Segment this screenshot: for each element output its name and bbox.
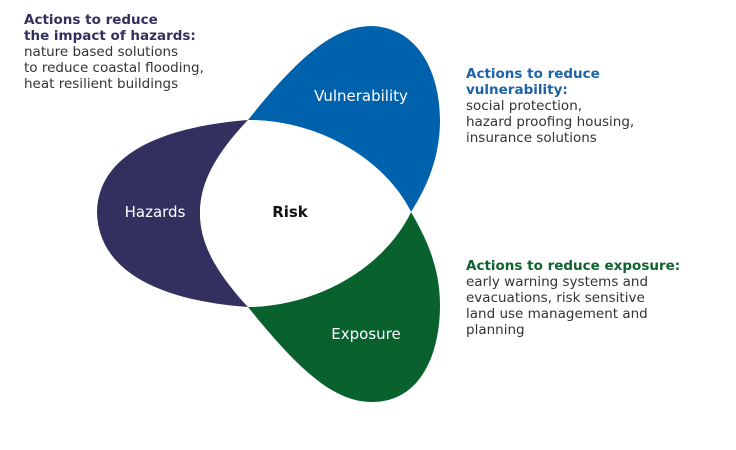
hazards-petal [97,120,248,307]
risk-center [200,120,411,307]
vulnerability-actions-note: Actions to reduce vulnerability: social … [466,66,726,146]
exposure-label: Exposure [331,325,400,343]
exposure-actions-heading: Actions to reduce exposure: [466,258,681,274]
exposure-actions-body: early warning systems and evacuations, r… [466,274,649,338]
exposure-actions-note: Actions to reduce exposure: early warnin… [466,258,736,338]
risk-label: Risk [272,203,309,221]
hazards-actions-body: nature based solutions to reduce coastal… [24,44,204,92]
hazards-label: Hazards [125,203,186,221]
exposure-petal [248,212,440,402]
vulnerability-actions-heading: Actions to reduce vulnerability: [466,66,600,98]
vulnerability-label: Vulnerability [314,87,408,105]
hazards-actions-note: Actions to reduce the impact of hazards:… [24,12,264,92]
vulnerability-petal [248,26,440,212]
vulnerability-actions-body: social protection, hazard proofing housi… [466,98,635,146]
hazards-actions-heading: Actions to reduce the impact of hazards: [24,12,196,44]
